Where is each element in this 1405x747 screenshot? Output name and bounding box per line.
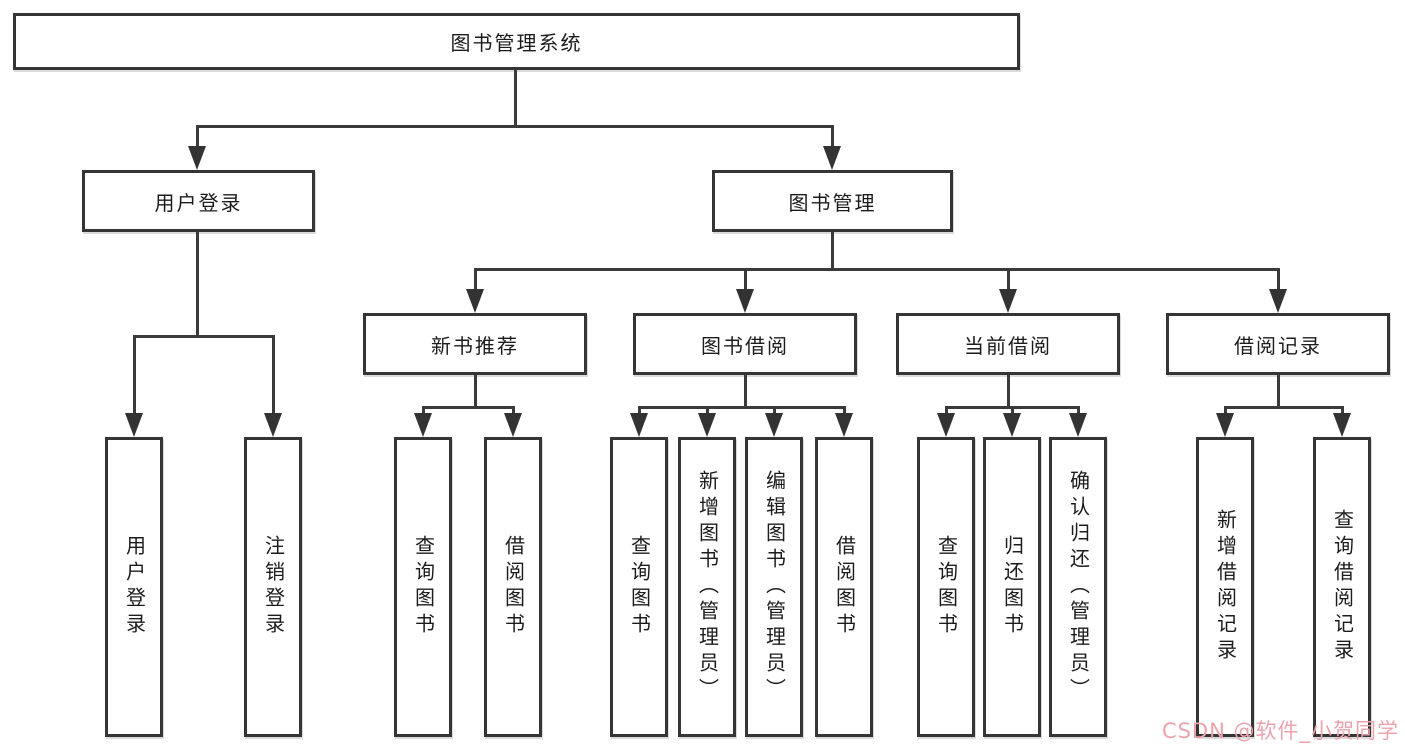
arrow-down-icon <box>736 289 754 313</box>
leaf-label: 查询图书 <box>934 535 959 639</box>
arrow-down-icon <box>1003 413 1021 437</box>
leaf-label: 查询图书 <box>627 535 652 639</box>
arrow-down-icon <box>1333 413 1351 437</box>
connector-line <box>1341 406 1344 415</box>
connector-line <box>272 335 275 415</box>
leaf-label: 归还图书 <box>1000 535 1025 639</box>
leaf-confirm-return-admin: 确认归还（管理员） <box>1049 437 1107 737</box>
node-book-borrowing: 图书借阅 <box>633 313 857 375</box>
leaf-borrow-books: 借阅图书 <box>815 437 873 737</box>
connector-line <box>1277 268 1280 291</box>
node-user-login-branch: 用户登录 <box>82 170 315 232</box>
leaf-label: 新增借阅记录 <box>1213 509 1238 665</box>
arrow-down-icon <box>999 289 1017 313</box>
connector-line <box>133 335 275 338</box>
leaf-query-books-current: 查询图书 <box>917 437 975 737</box>
connector-line <box>1007 375 1010 406</box>
leaf-label: 查询图书 <box>411 535 436 639</box>
leaf-label: 查询借阅记录 <box>1330 509 1355 665</box>
connector-line <box>474 268 1280 271</box>
node-label: 图书管理 <box>788 190 877 215</box>
connector-line <box>422 406 514 409</box>
connector-line <box>773 406 776 415</box>
connector-line <box>196 125 199 148</box>
arrow-down-icon <box>1069 413 1087 437</box>
node-label: 图书借阅 <box>701 333 789 358</box>
leaf-edit-books-admin: 编辑图书（管理员） <box>745 437 803 737</box>
connector-line <box>474 268 477 291</box>
leaf-label: 用户登录 <box>122 535 147 639</box>
leaf-add-borrow-record: 新增借阅记录 <box>1196 437 1254 737</box>
node-book-management-branch: 图书管理 <box>712 170 953 232</box>
leaf-logout: 注销登录 <box>244 437 302 737</box>
arrow-down-icon <box>466 289 484 313</box>
arrow-down-icon <box>1269 289 1287 313</box>
arrow-down-icon <box>630 413 648 437</box>
arrow-down-icon <box>504 413 522 437</box>
connector-line <box>512 406 515 415</box>
connector-line <box>843 406 846 415</box>
node-root-library-system: 图书管理系统 <box>13 13 1020 70</box>
connector-line <box>1077 406 1080 415</box>
node-label: 当前借阅 <box>964 333 1052 358</box>
arrow-down-icon <box>264 413 282 437</box>
node-borrowing-records: 借阅记录 <box>1166 313 1390 375</box>
leaf-label: 借阅图书 <box>501 535 526 639</box>
leaf-user-login: 用户登录 <box>105 437 163 737</box>
connector-line <box>1011 406 1014 415</box>
leaf-query-books-recommend: 查询图书 <box>394 437 452 737</box>
node-new-book-recommendation: 新书推荐 <box>363 313 587 375</box>
connector-line <box>514 70 517 125</box>
leaf-label: 确认归还（管理员） <box>1066 470 1091 704</box>
connector-line <box>1224 406 1227 415</box>
node-label: 用户登录 <box>154 190 243 215</box>
leaf-add-books-admin: 新增图书（管理员） <box>678 437 736 737</box>
leaf-label: 编辑图书（管理员） <box>762 470 787 704</box>
connector-line <box>196 232 199 335</box>
leaf-label: 新增图书（管理员） <box>695 470 720 704</box>
connector-line <box>638 406 641 415</box>
connector-line <box>706 406 709 415</box>
connector-line <box>422 406 425 415</box>
arrow-down-icon <box>823 146 841 170</box>
connector-line <box>474 375 477 406</box>
leaf-label: 注销登录 <box>261 535 286 639</box>
node-current-borrowing: 当前借阅 <box>896 313 1120 375</box>
arrow-down-icon <box>1216 413 1234 437</box>
leaf-return-books: 归还图书 <box>983 437 1041 737</box>
connector-line <box>133 335 136 415</box>
arrow-down-icon <box>188 146 206 170</box>
leaf-query-books-borrowing: 查询图书 <box>610 437 668 737</box>
csdn-watermark: CSDN @软件_小贺同学 <box>1161 719 1399 743</box>
connector-line <box>1007 268 1010 291</box>
connector-line <box>744 268 747 291</box>
connector-line <box>638 406 845 409</box>
node-label: 借阅记录 <box>1234 333 1322 358</box>
connector-line <box>831 232 834 268</box>
leaf-borrow-books-recommend: 借阅图书 <box>484 437 542 737</box>
arrow-down-icon <box>765 413 783 437</box>
leaf-query-borrow-record: 查询借阅记录 <box>1313 437 1371 737</box>
arrow-down-icon <box>835 413 853 437</box>
connector-line <box>945 406 948 415</box>
connector-line <box>744 375 747 406</box>
connector-line <box>1224 406 1343 409</box>
arrow-down-icon <box>698 413 716 437</box>
connector-line <box>1277 375 1280 406</box>
leaf-label: 借阅图书 <box>832 535 857 639</box>
node-label: 图书管理系统 <box>450 31 583 55</box>
node-label: 新书推荐 <box>431 333 519 358</box>
connector-line <box>831 125 834 148</box>
arrow-down-icon <box>414 413 432 437</box>
arrow-down-icon <box>937 413 955 437</box>
connector-line <box>197 125 833 128</box>
arrow-down-icon <box>125 413 143 437</box>
